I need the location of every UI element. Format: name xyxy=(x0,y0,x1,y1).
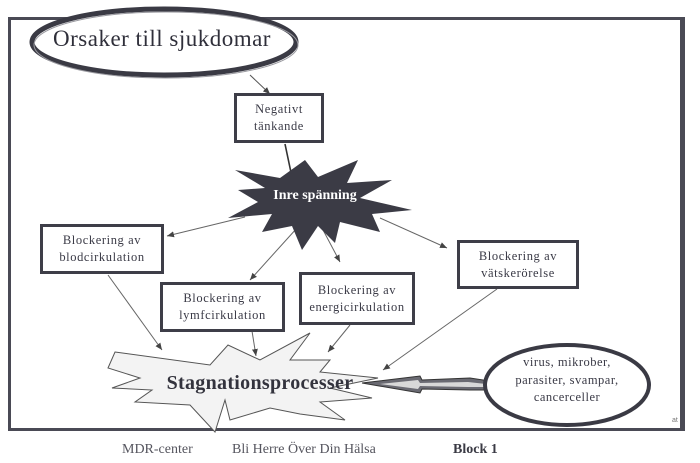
title-label: Orsaker till sjukdomar xyxy=(53,26,271,51)
corner-mark: at xyxy=(672,417,678,424)
diagram-frame xyxy=(8,17,685,431)
stagnation-burst xyxy=(107,332,379,433)
edge-inre-energi xyxy=(321,227,341,263)
edge-lymf-stag xyxy=(251,330,258,357)
footer-left: MDR-center xyxy=(122,442,193,457)
node-blockering-vatskerorelse: Blockering av vätskerörelse xyxy=(457,240,579,289)
node-blockering-lymfcirkulation: Blockering av lymfcirkulation xyxy=(160,282,285,332)
pathogens-ellipse xyxy=(483,343,651,427)
node-blockering-energicirkulation: Blockering av energicirkulation xyxy=(299,272,415,325)
edge-inre-vatske xyxy=(379,217,448,249)
edge-inre-blod xyxy=(166,216,246,238)
pathogens-label: virus, mikrober, parasiter, svampar, can… xyxy=(515,355,619,404)
footer-center: Bli Herre Över Din Hälsa xyxy=(232,442,376,457)
inre-spanning-label: Inre spänning xyxy=(273,188,357,203)
edge-title-negativt xyxy=(249,74,271,95)
stagnation-label: Stagnationsprocesser xyxy=(166,372,354,394)
edge-vatske-stag xyxy=(382,288,498,371)
pathogen-arrow-inner xyxy=(380,380,486,389)
node-blockering-blodcirkulation: Blockering av blodcirkulation xyxy=(40,224,164,274)
edge-inre-lymf xyxy=(249,227,298,281)
node-negativt-tankande: Negativt tänkande xyxy=(234,93,324,143)
footer-right: Block 1 xyxy=(453,442,498,457)
title-ellipse-shadow xyxy=(33,11,299,79)
title-ellipse xyxy=(29,6,299,78)
edge-energi-stag xyxy=(327,324,351,353)
inre-spanning-burst xyxy=(228,160,412,250)
edge-blod-stag xyxy=(107,274,163,351)
